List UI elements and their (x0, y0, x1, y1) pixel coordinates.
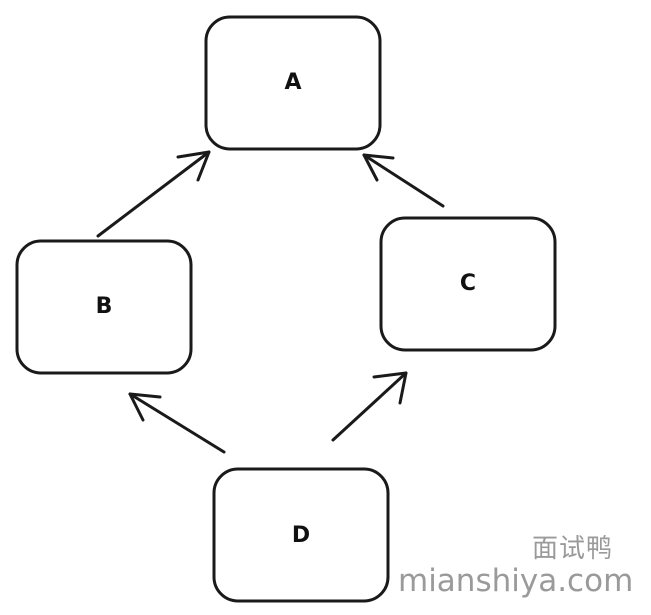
edge-d-to-b (128, 392, 226, 454)
node-d: D (212, 467, 390, 603)
edge-c-to-a (362, 153, 445, 208)
node-b: B (15, 239, 193, 375)
node-c: C (379, 216, 557, 352)
watermark-chinese: 面试鸭 (532, 534, 614, 564)
node-c-label: C (460, 271, 476, 296)
node-a-label: A (284, 70, 301, 95)
node-d-label: D (292, 523, 310, 548)
edge-d-to-c (331, 371, 408, 442)
edges (96, 150, 445, 454)
edge-b-to-a (96, 150, 211, 238)
node-b-label: B (96, 294, 113, 319)
node-a: A (204, 15, 382, 151)
watermark-url: mianshiya.com (398, 563, 634, 599)
